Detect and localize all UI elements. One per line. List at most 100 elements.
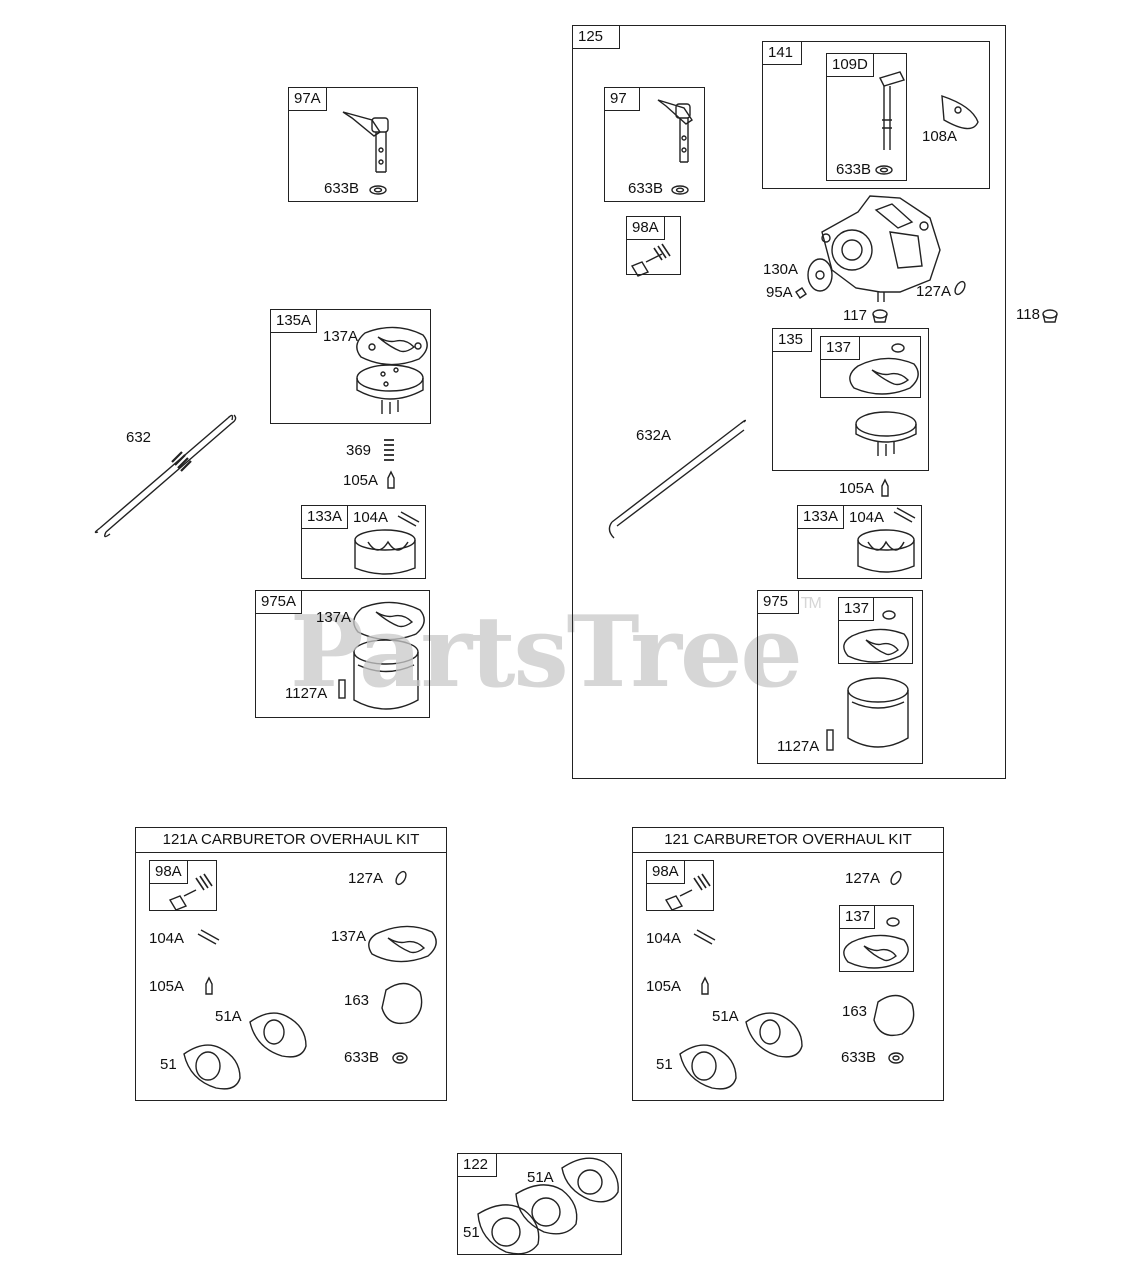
float-bowl-975-drawing <box>826 610 909 751</box>
label-633B[interactable]: 633B <box>628 180 664 197</box>
float-bowl-975A-drawing <box>338 601 425 710</box>
tag-975[interactable]: 975 <box>757 590 799 614</box>
label-51[interactable]: 51 <box>463 1224 480 1241</box>
throttle-plate-108A-drawing <box>941 94 979 130</box>
label-104A[interactable]: 104A <box>353 509 389 526</box>
label-163[interactable]: 163 <box>344 992 370 1009</box>
needle-105A-right-drawing <box>881 478 889 497</box>
seal-127A-drawing <box>954 280 966 296</box>
tag-98A[interactable]: 98A <box>626 216 665 240</box>
label-104A[interactable]: 104A <box>849 509 885 526</box>
tag-133A[interactable]: 133A <box>797 505 845 529</box>
governor-lever-97-drawing <box>657 99 693 195</box>
kit-121A-drawings <box>168 870 437 1090</box>
float-bowl-plate-135A-drawing <box>356 326 428 414</box>
box-97: 97 633B <box>604 87 705 202</box>
tag-98A[interactable]: 98A <box>646 860 685 884</box>
label-105A[interactable]: 105A <box>839 480 875 497</box>
link-rod-632-drawing <box>94 414 237 538</box>
screw-spring-98A-drawing <box>630 243 671 277</box>
tag-137[interactable]: 137 <box>839 905 875 929</box>
label-633B[interactable]: 633B <box>324 180 360 197</box>
needle-105A-drawing <box>387 470 395 489</box>
label-127A[interactable]: 127A <box>916 283 952 300</box>
box-122: 122 51A 51 <box>457 1153 622 1255</box>
box-109D: 109D 633B <box>826 53 907 181</box>
box-98A-kit121A: 98A <box>149 860 217 911</box>
box-135A: 135A 137A <box>270 309 431 424</box>
label-633B[interactable]: 633B <box>344 1049 380 1066</box>
box-133A-right: 133A 104A <box>797 505 922 579</box>
label-95A[interactable]: 95A <box>766 284 793 301</box>
kit-121-title[interactable]: 121 CARBURETOR OVERHAUL KIT <box>633 828 943 853</box>
label-51A[interactable]: 51A <box>712 1008 739 1025</box>
label-105A[interactable]: 105A <box>149 978 185 995</box>
label-105A[interactable]: 105A <box>646 978 682 995</box>
label-633B[interactable]: 633B <box>836 161 872 178</box>
tag-137[interactable]: 137 <box>838 597 874 621</box>
tag-133A[interactable]: 133A <box>301 505 349 529</box>
tag-137[interactable]: 137 <box>820 336 860 360</box>
label-1127A[interactable]: 1127A <box>285 685 328 702</box>
throttle-shaft-109D-drawing <box>875 71 905 175</box>
box-125: 125 <box>572 25 1006 779</box>
box-141: 141 108A <box>762 41 990 189</box>
spring-369-drawing <box>384 439 394 461</box>
tag-122[interactable]: 122 <box>457 1153 497 1177</box>
plug-117-drawing <box>872 309 888 323</box>
label-104A[interactable]: 104A <box>646 930 682 947</box>
label-633B[interactable]: 633B <box>841 1049 877 1066</box>
tag-975A[interactable]: 975A <box>255 590 303 614</box>
label-137A[interactable]: 137A <box>323 328 359 345</box>
label-51A[interactable]: 51A <box>215 1008 242 1025</box>
box-97A: 97A 633B <box>288 87 418 202</box>
box-975-137: 137 <box>838 597 913 664</box>
label-130A[interactable]: 130A <box>763 261 799 278</box>
label-127A[interactable]: 127A <box>348 870 384 887</box>
tag-141[interactable]: 141 <box>762 41 802 65</box>
kit-121A-title[interactable]: 121A CARBURETOR OVERHAUL KIT <box>136 828 446 853</box>
label-369[interactable]: 369 <box>346 442 372 459</box>
box-98A: 98A <box>626 216 681 275</box>
gasket-137-in-135-drawing <box>849 343 919 456</box>
box-133A: 133A 104A <box>301 505 426 579</box>
link-rod-632A-drawing <box>608 419 747 539</box>
label-127A[interactable]: 127A <box>845 870 881 887</box>
kit-121-drawings <box>664 870 915 1090</box>
label-137A[interactable]: 137A <box>331 928 367 945</box>
box-137-kit121: 137 <box>839 905 914 972</box>
tag-97A[interactable]: 97A <box>288 87 327 111</box>
label-51A[interactable]: 51A <box>527 1169 554 1186</box>
screw-95A-drawing <box>795 287 807 299</box>
tag-98A[interactable]: 98A <box>149 860 188 884</box>
tag-135[interactable]: 135 <box>772 328 812 352</box>
label-51[interactable]: 51 <box>160 1056 177 1073</box>
tag-135A[interactable]: 135A <box>270 309 318 333</box>
label-137A[interactable]: 137A <box>316 609 352 626</box>
plug-118-drawing <box>1042 309 1058 323</box>
box-975A: 975A 137A 1127A <box>255 590 430 718</box>
label-632A[interactable]: 632A <box>636 427 672 444</box>
label-632[interactable]: 632 <box>126 429 152 446</box>
label-163[interactable]: 163 <box>842 1003 868 1020</box>
gasket-130A-drawing <box>807 258 833 292</box>
kit-121: 121 CARBURETOR OVERHAUL KIT <box>632 827 944 1101</box>
tag-97[interactable]: 97 <box>604 87 640 111</box>
label-51[interactable]: 51 <box>656 1056 673 1073</box>
label-117[interactable]: 117 <box>843 307 867 324</box>
label-118[interactable]: 118 <box>1016 306 1040 323</box>
kit-121A: 121A CARBURETOR OVERHAUL KIT <box>135 827 447 1101</box>
tag-125[interactable]: 125 <box>572 25 620 49</box>
box-137: 137 <box>820 336 921 398</box>
box-135: 135 <box>772 328 929 471</box>
label-105A[interactable]: 105A <box>343 472 379 489</box>
box-975: 975 1127A <box>757 590 923 764</box>
label-104A[interactable]: 104A <box>149 930 185 947</box>
tag-109D[interactable]: 109D <box>826 53 874 77</box>
float-133A-right-drawing <box>857 507 916 573</box>
float-133A-drawing <box>354 511 420 575</box>
label-1127A[interactable]: 1127A <box>777 738 820 755</box>
label-108A[interactable]: 108A <box>922 128 958 145</box>
